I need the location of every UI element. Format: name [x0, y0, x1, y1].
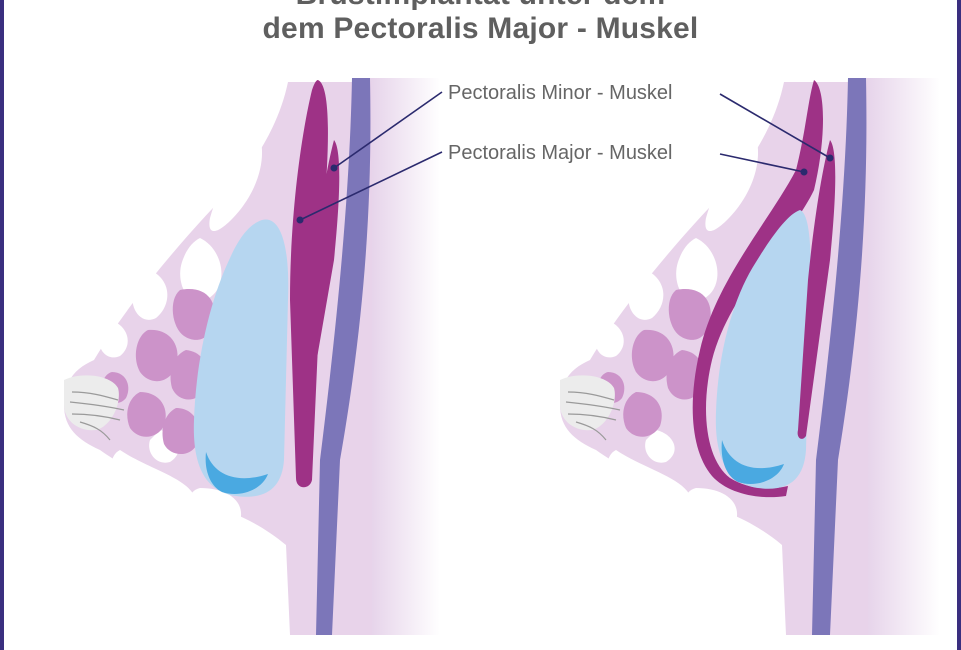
left-chest-wall-band [316, 78, 371, 635]
leader-dots [296, 154, 834, 224]
right-gland [668, 289, 711, 340]
left-pectoralis-minor [301, 140, 340, 413]
right-pectoralis-major [692, 80, 823, 498]
left-gland [162, 408, 200, 455]
left-nipple-ducts [69, 391, 125, 441]
left-fat-lobule [99, 320, 128, 358]
left-fat-lobule [189, 488, 242, 525]
right-fat-lobule [676, 238, 718, 301]
leader-dot [826, 154, 834, 162]
right-breast [560, 78, 940, 635]
leader-left-major [299, 151, 443, 221]
leader-dot [800, 168, 808, 176]
right-gland [623, 392, 662, 437]
left-fat-lobule [180, 238, 222, 301]
right-fat-lobule [607, 450, 692, 502]
right-implant [715, 210, 811, 489]
right-fat-lobule [628, 270, 664, 320]
left-gland [127, 392, 166, 437]
label-pectoralis-major: Pectoralis Major - Muskel [448, 142, 673, 164]
left-pectoralis-major [290, 80, 328, 488]
left-gland [172, 289, 215, 340]
title-line-1: Brustimplantat unter dem [0, 0, 961, 12]
left-fat-lobule [209, 120, 263, 232]
leader-right-major [719, 153, 805, 173]
leader-dot [330, 164, 338, 172]
leader-lines [299, 91, 831, 221]
right-fat-lobule [595, 320, 624, 358]
right-chest-wall-band [812, 78, 867, 635]
left-implant-fluid [205, 452, 268, 494]
right-implant-fluid [721, 440, 784, 484]
title-line-2: dem Pectoralis Major - Muskel [262, 12, 699, 45]
left-fat-lobule [111, 450, 196, 502]
leader-left-minor [333, 91, 443, 169]
left-breast [64, 78, 440, 635]
right-chest-wall-tissue [866, 78, 940, 635]
left-gland [135, 329, 178, 382]
right-fat-lobule [645, 430, 675, 463]
right-fat-lobule [685, 488, 738, 525]
left-fat-lobule [132, 270, 168, 320]
left-implant [193, 219, 289, 497]
right-nipple-ducts [565, 391, 621, 441]
right-pectoralis-minor [797, 140, 836, 439]
left-chest-wall-tissue [370, 78, 440, 635]
right-gland [631, 329, 674, 382]
leader-dot [296, 216, 304, 224]
leader-right-minor [719, 93, 831, 159]
label-pectoralis-minor: Pectoralis Minor - Muskel [448, 82, 673, 104]
right-fat-lobule [705, 120, 759, 232]
